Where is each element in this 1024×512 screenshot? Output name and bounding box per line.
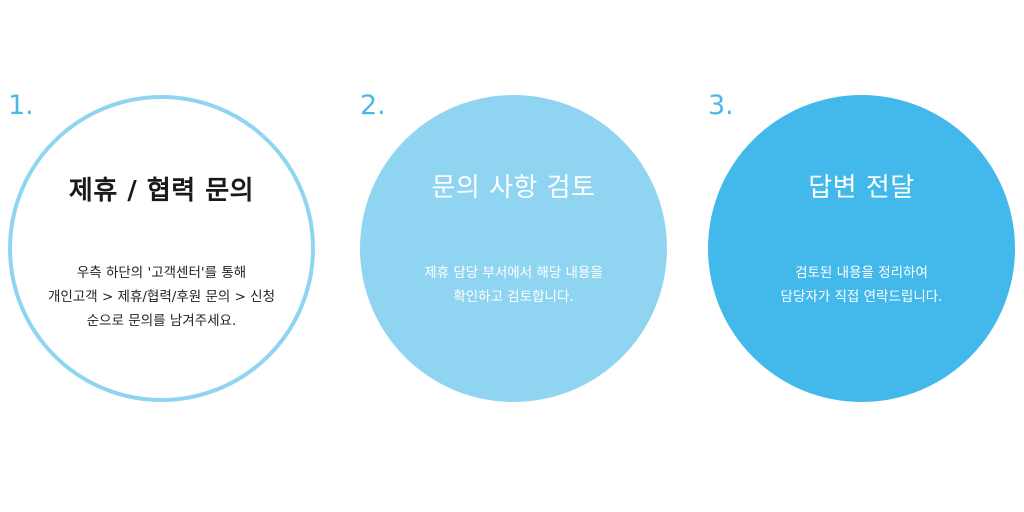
description-line: 확인하고 검토합니다. (453, 289, 574, 305)
step-inquiry: 1. 제휴 / 협력 문의 우측 하단의 '고객센터'를 통해 개인고객 > 제… (6, 92, 316, 404)
description-line: 순으로 문의를 남겨주세요. (86, 313, 237, 329)
step-description: 제휴 담당 부서에서 해당 내용을 확인하고 검토합니다. (380, 261, 647, 309)
step-review: 2. 문의 사항 검토 제휴 담당 부서에서 해당 내용을 확인하고 검토합니다… (358, 92, 668, 404)
step-number: 3. (708, 90, 734, 121)
step-description: 검토된 내용을 정리하여 담당자가 직접 연락드립니다. (728, 261, 995, 309)
step-circle: 답변 전달 검토된 내용을 정리하여 담당자가 직접 연락드립니다. (708, 95, 1015, 402)
step-number: 1. (8, 90, 34, 121)
step-description: 우측 하단의 '고객센터'를 통해 개인고객 > 제휴/협력/후원 문의 > 신… (32, 261, 291, 333)
step-circle: 문의 사항 검토 제휴 담당 부서에서 해당 내용을 확인하고 검토합니다. (360, 95, 667, 402)
step-reply: 3. 답변 전달 검토된 내용을 정리하여 담당자가 직접 연락드립니다. (706, 92, 1016, 404)
description-line: 담당자가 직접 연락드립니다. (780, 289, 943, 305)
description-line: 우측 하단의 '고객센터'를 통해 (76, 265, 247, 281)
description-line: 검토된 내용을 정리하여 (795, 265, 928, 281)
step-title: 문의 사항 검토 (431, 173, 596, 203)
description-line: 개인고객 > 제휴/협력/후원 문의 > 신청 (47, 289, 276, 305)
step-title: 제휴 / 협력 문의 (68, 176, 255, 206)
description-line: 제휴 담당 부서에서 해당 내용을 (424, 265, 603, 281)
step-title: 답변 전달 (808, 173, 915, 203)
step-number: 2. (360, 90, 386, 121)
step-circle: 제휴 / 협력 문의 우측 하단의 '고객센터'를 통해 개인고객 > 제휴/협… (8, 95, 315, 402)
